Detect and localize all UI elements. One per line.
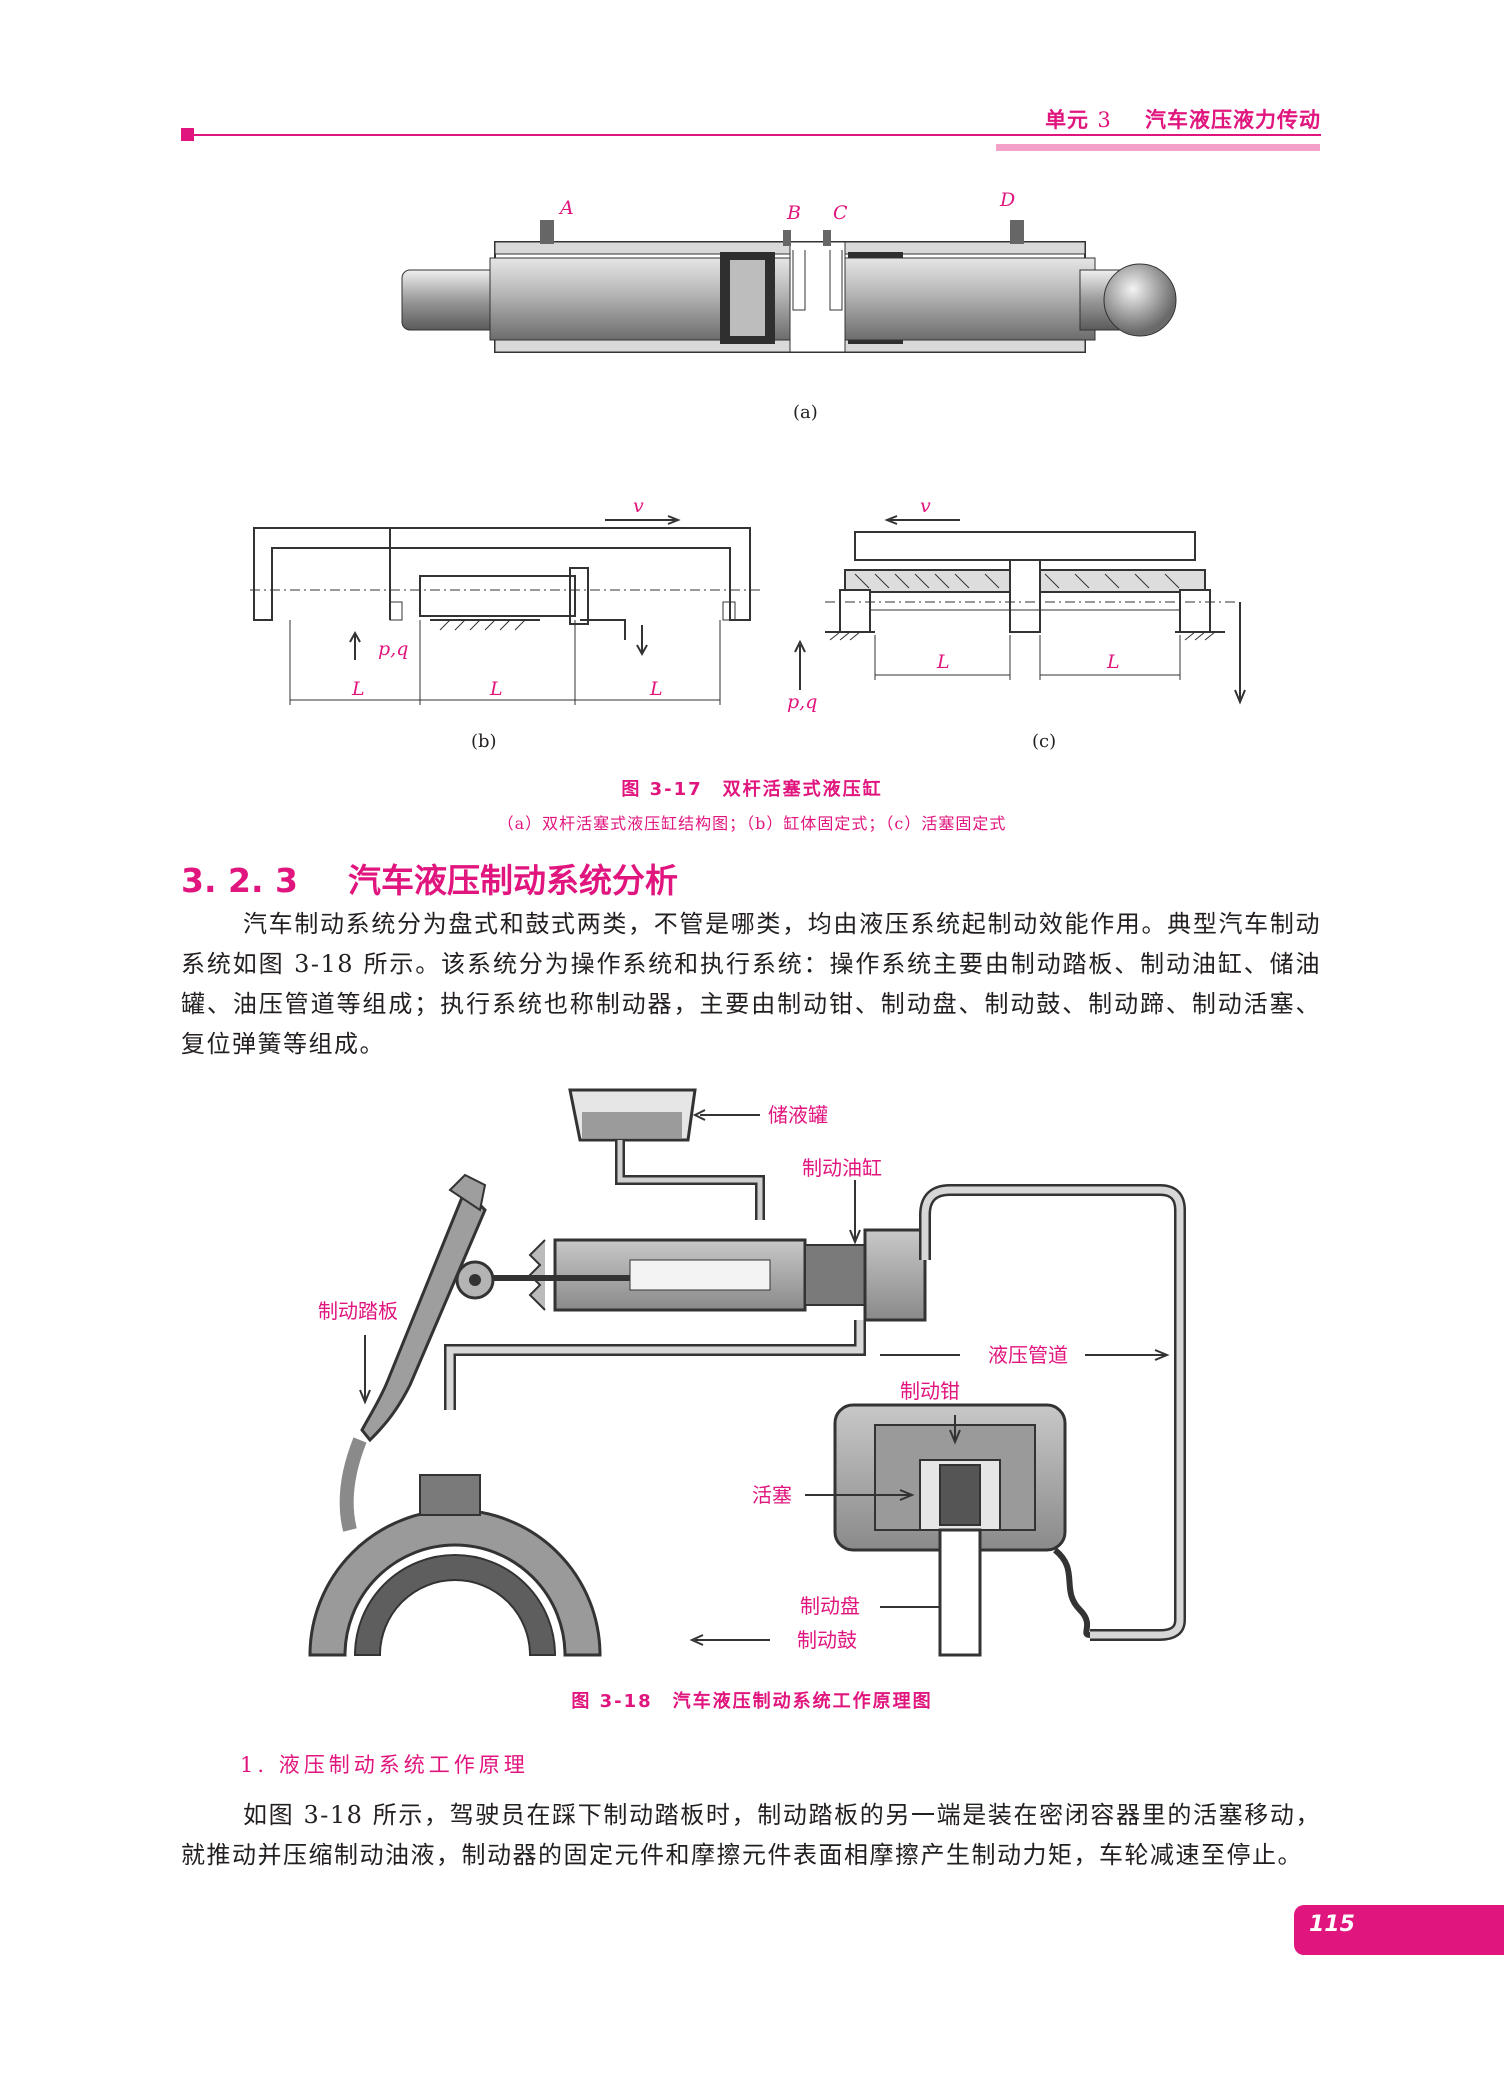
- port-a-label: A: [558, 197, 574, 219]
- figure-3-18-drawing: 储液罐 制动油缸 制动踏板 液压管道 制动钳 活塞 制动盘 制动鼓: [308, 1088, 1186, 1657]
- header-unit-label: 单元: [1045, 108, 1090, 132]
- panel-c-velocity-label: v: [920, 495, 931, 517]
- running-header: 单元 3 汽车液压液力传动: [1045, 104, 1321, 134]
- panel-c-pressure-label: p,q: [787, 691, 817, 713]
- port-b-label: B: [786, 202, 801, 224]
- figure-3-18-caption: 图 3-18 汽车液压制动系统工作原理图: [571, 1691, 933, 1712]
- figure-3-17b-drawing: v p,q L L L: [250, 495, 760, 705]
- panel-b-length-1: L: [351, 678, 365, 700]
- port-c-label: C: [833, 202, 848, 224]
- figure-3-17-subcaption: （a）双杆活塞式液压缸结构图；（b）缸体固定式；（c）活塞固定式: [497, 814, 1007, 833]
- figure-3-17-caption: 图 3-17 双杆活塞式液压缸: [621, 779, 883, 800]
- page-number: 115: [1309, 1912, 1355, 1937]
- panel-c-length-2: L: [1106, 651, 1120, 673]
- pedal-label: 制动踏板: [318, 1299, 398, 1323]
- reservoir-label: 储液罐: [768, 1103, 828, 1127]
- drum-label: 制动鼓: [797, 1628, 857, 1652]
- section-heading: 3. 2. 3 汽车液压制动系统分析: [181, 854, 678, 902]
- header-unit-number: 3: [1097, 108, 1112, 132]
- subsection-paragraph: 如图 3-18 所示，驾驶员在踩下制动踏板时，制动踏板的另一端是装在密闭容器里的…: [181, 1801, 1321, 1869]
- hydraulic-line-label: 液压管道: [988, 1343, 1068, 1367]
- panel-b-length-2: L: [489, 678, 503, 700]
- figure-3-17c-label: (c): [1032, 731, 1057, 752]
- figure-3-17b-label: (b): [471, 731, 497, 752]
- panel-b-pressure-label: p,q: [378, 638, 408, 660]
- header-unit-title: 汽车液压液力传动: [1145, 108, 1321, 132]
- page-number-tab: [1294, 1905, 1504, 1955]
- piston-label: 活塞: [752, 1483, 792, 1507]
- section-title: 汽车液压制动系统分析: [347, 861, 678, 900]
- port-d-label: D: [999, 190, 1015, 211]
- figure-3-17a-label: (a): [793, 402, 818, 423]
- panel-b-length-3: L: [649, 678, 663, 700]
- figure-3-17c-drawing: v p,q L L: [787, 495, 1246, 713]
- panel-c-length-1: L: [936, 651, 950, 673]
- section-paragraph: 汽车制动系统分为盘式和鼓式两类，不管是哪类，均由液压系统起制动效能作用。典型汽车…: [181, 910, 1321, 1058]
- subsection-title: 1. 液压制动系统工作原理: [240, 1753, 529, 1777]
- disc-label: 制动盘: [800, 1594, 860, 1618]
- header-rule: [194, 134, 1321, 136]
- section-number: 3. 2. 3: [181, 861, 298, 900]
- panel-b-velocity-label: v: [633, 495, 644, 517]
- header-accent-bar: [996, 144, 1320, 151]
- header-square-marker: [181, 128, 194, 141]
- caliper-label: 制动钳: [900, 1379, 960, 1403]
- figure-3-17a-drawing: A B C D: [401, 190, 1177, 353]
- master-cylinder-label: 制动油缸: [802, 1156, 882, 1180]
